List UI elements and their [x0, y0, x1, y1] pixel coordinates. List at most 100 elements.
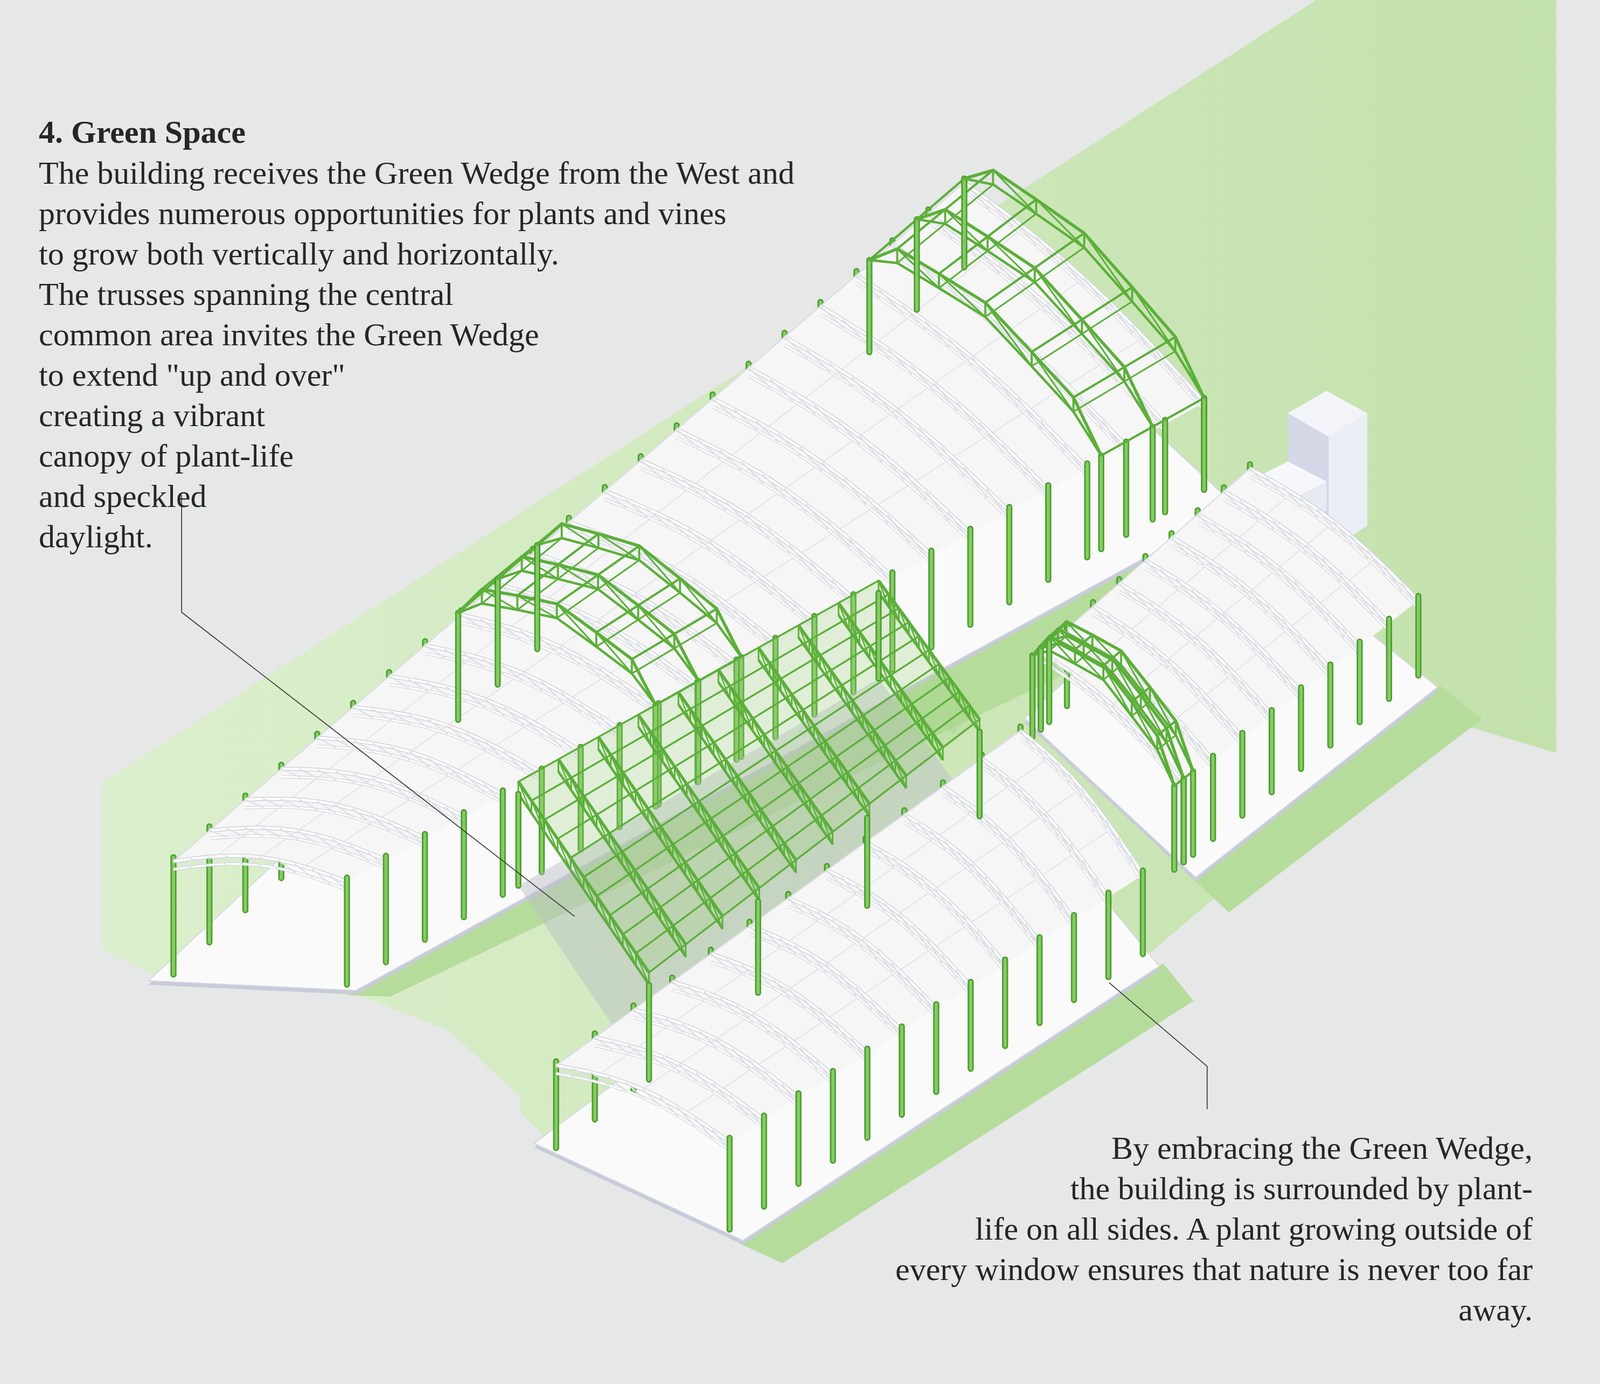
canopy-web — [650, 732, 663, 762]
truss-web — [1254, 642, 1270, 667]
green-column — [761, 1115, 768, 1207]
truss-web — [391, 746, 410, 760]
truss-web — [704, 490, 726, 511]
green-column — [1037, 648, 1044, 730]
truss-web — [662, 469, 684, 488]
green-column — [501, 790, 505, 895]
truss-web — [461, 614, 482, 628]
canopy-web — [638, 714, 651, 745]
truss-web — [391, 711, 410, 723]
canopy-foliage — [518, 580, 980, 973]
truss-web — [353, 706, 373, 718]
canopy-web — [678, 692, 691, 722]
truss-web — [711, 953, 727, 968]
truss-web — [580, 704, 601, 725]
truss-web — [485, 741, 505, 760]
canopy-web — [635, 790, 649, 822]
truss-web — [1327, 611, 1344, 637]
green-truss-web — [557, 603, 597, 648]
truss-chord — [1249, 468, 1419, 600]
truss-chord — [1119, 591, 1272, 723]
truss-web — [1167, 659, 1184, 682]
green-column — [875, 592, 882, 679]
green-column — [460, 812, 467, 918]
canopy-web — [901, 689, 912, 717]
canopy-web — [763, 734, 776, 764]
green-column — [1099, 455, 1103, 550]
canopy-web — [570, 858, 584, 890]
green-purlin — [1034, 247, 1085, 282]
canopy-web — [557, 838, 571, 871]
truss-web — [388, 676, 409, 688]
green-truss-web — [1121, 650, 1150, 702]
green-truss-web — [1049, 635, 1067, 641]
truss-web — [465, 692, 486, 708]
green-truss-web — [1091, 635, 1094, 650]
green-column — [383, 855, 389, 963]
green-truss-web — [944, 209, 947, 225]
truss-web — [1203, 556, 1220, 575]
canopy-web — [635, 953, 649, 985]
green-column — [877, 592, 881, 679]
green-column — [462, 812, 466, 918]
canopy-web — [798, 783, 810, 812]
truss-web — [907, 866, 922, 886]
truss-web — [523, 717, 543, 736]
truss-web — [332, 839, 351, 854]
truss-web — [1187, 546, 1203, 565]
truss-web — [336, 771, 355, 783]
truss-web — [820, 1011, 837, 1033]
truss-web — [1097, 692, 1113, 714]
truss-web — [1219, 566, 1235, 587]
green-truss-web — [916, 219, 946, 224]
canopy-web — [752, 718, 764, 748]
truss-web — [1176, 579, 1193, 598]
truss-chord — [604, 499, 815, 629]
truss-web — [1197, 687, 1213, 712]
green-truss — [916, 209, 1153, 427]
canopy-web — [895, 760, 907, 789]
truss-web — [903, 471, 927, 500]
note-block: By embracing the Green Wedge, the buildi… — [832, 1128, 1533, 1331]
green-column — [1416, 595, 1421, 676]
truss-web — [657, 656, 678, 679]
canopy-web — [884, 745, 896, 774]
green-column — [345, 877, 349, 985]
green-column — [969, 981, 973, 1069]
canopy-web — [648, 808, 661, 839]
truss-web — [599, 668, 620, 689]
truss-web — [1311, 596, 1328, 621]
canopy-truss — [798, 637, 907, 788]
truss-web — [354, 774, 373, 787]
truss-web — [1207, 601, 1224, 622]
green-column — [1070, 914, 1077, 1000]
truss-web — [784, 1035, 802, 1056]
green-column — [727, 1137, 732, 1230]
truss-web — [879, 850, 894, 867]
green-column — [343, 877, 350, 985]
truss-web — [688, 986, 705, 1000]
canopy-web — [959, 691, 970, 718]
truss-web — [780, 938, 796, 955]
green-column — [456, 613, 461, 721]
truss-web — [1165, 612, 1181, 632]
truss-web — [225, 856, 243, 865]
canopy-web — [852, 700, 864, 728]
truss-web — [981, 758, 995, 777]
green-column — [726, 1137, 733, 1230]
green-truss-web — [1066, 621, 1093, 650]
truss-web — [919, 427, 943, 456]
canopy-web — [710, 898, 723, 929]
green-column — [756, 901, 760, 993]
green-truss — [964, 178, 1205, 398]
truss-web — [1229, 533, 1247, 553]
canopy-web — [736, 776, 749, 806]
canopy-web — [531, 800, 545, 832]
truss-web — [865, 496, 888, 524]
canopy-truss — [718, 682, 833, 845]
truss-web — [982, 814, 996, 834]
truss-web — [762, 474, 785, 497]
green-truss-web — [639, 545, 681, 593]
canopy-web — [686, 783, 699, 814]
green-column — [171, 857, 176, 975]
